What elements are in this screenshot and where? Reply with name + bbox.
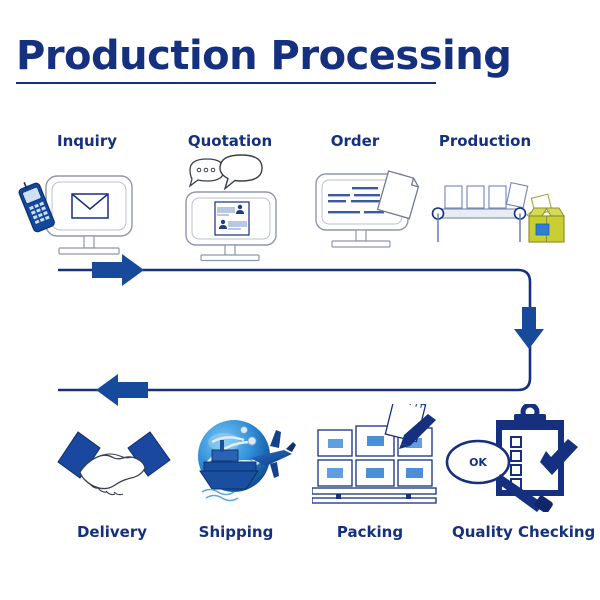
globe-ship-plane-icon — [198, 420, 296, 502]
icon-inquiry-monitor-envelope-mobile — [14, 172, 154, 262]
icon-order-monitor-document — [308, 168, 426, 262]
stage-label-inquiry: Inquiry — [57, 132, 117, 150]
magnifier-ok-text: OK — [469, 456, 487, 469]
icon-packing-pallet-boxes — [312, 404, 438, 504]
monitor-document-icon — [315, 170, 420, 248]
conveyor-carton-icon — [431, 181, 565, 243]
stage-label-order: Order — [330, 132, 380, 150]
icon-delivery-handshake — [56, 420, 172, 506]
stage-label-quality-checking: Quality Checking — [452, 523, 596, 541]
stage-label-delivery: Delivery — [76, 523, 148, 541]
pallet-boxes-icon — [312, 404, 437, 504]
stage-label-shipping: Shipping — [198, 523, 274, 541]
page-title-underline — [16, 82, 436, 84]
flow-arrow-left — [96, 374, 148, 406]
handshake-icon — [57, 431, 171, 496]
icon-production-conveyor-carton — [430, 178, 580, 258]
stage-label-quotation: Quotation — [187, 132, 273, 150]
clipboard-check-icon: OK — [445, 404, 578, 512]
stage-label-production: Production — [438, 132, 532, 150]
monitor-chat-bubbles-icon — [185, 154, 277, 262]
icon-quality-clipboard-check: OK — [444, 404, 588, 512]
stage-label-packing: Packing — [336, 523, 404, 541]
monitor-envelope-mobile-icon — [18, 175, 133, 255]
page-title: Production Processing — [16, 33, 512, 79]
icon-shipping-globe-ship-plane — [186, 412, 296, 512]
icon-quotation-monitor-chat — [168, 152, 293, 262]
flow-line — [58, 268, 532, 392]
flow-arrow-down — [514, 307, 544, 349]
